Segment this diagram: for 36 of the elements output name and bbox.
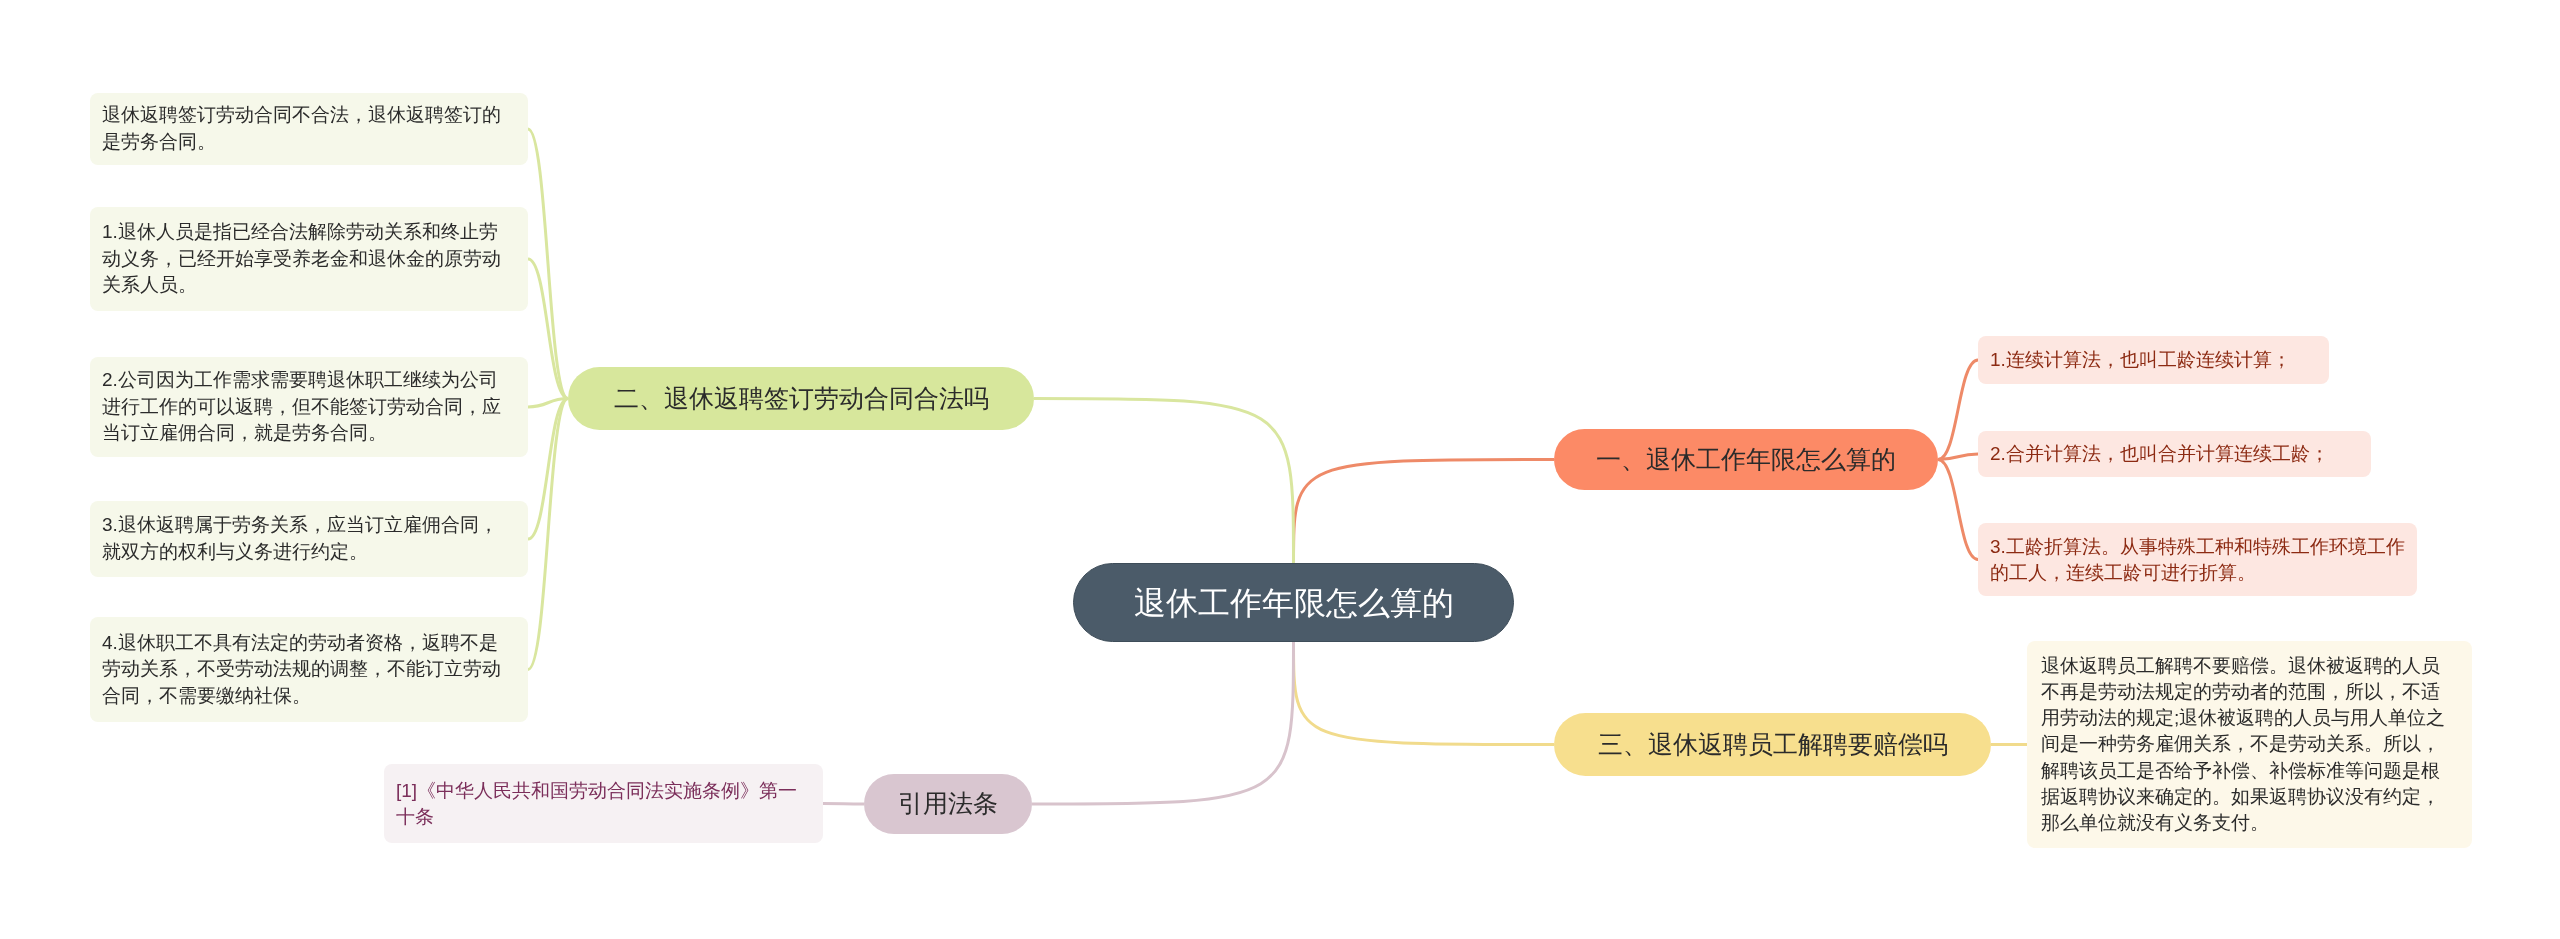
subtopic-box <box>1978 336 2329 384</box>
node-text: 1.连续计算法，也叫工龄连续计算； <box>1990 347 2291 372</box>
connector-line <box>527 257 569 400</box>
connector-line <box>1937 458 1979 561</box>
node-text: 退休返聘员工解聘不要赔偿。退休被返聘的人员不再是劳动法规定的劳动者的范围，所以，不适用劳动法的规定;退休被返聘的人员与用人单位之间是一种劳务雇佣关系，不是劳动关系。所以，解聘该员工是否给予补偿、补偿标准等问题是根据返聘协议来确定的。如果返聘协议没有约定，那么单位就没有义务支付。 <box>2041 653 2447 836</box>
connector-line <box>1034 397 1295 563</box>
node-text: 二、退休返聘签订劳动合同合法吗 <box>613 382 989 414</box>
subtopic-box <box>90 207 528 311</box>
topic-box <box>1554 429 1938 490</box>
subtopic-box <box>90 93 528 165</box>
node-text: [1]《中华人民共和国劳动合同法实施条例》第一十条 <box>396 778 799 829</box>
subtopic-box <box>1978 431 2371 477</box>
connector-line <box>526 128 570 400</box>
node-text: 三、退休返聘员工解聘要赔偿吗 <box>1597 728 1948 760</box>
connector-line <box>1991 743 2027 746</box>
subtopic-box <box>2027 641 2472 848</box>
connector-line <box>1032 642 1295 806</box>
subtopic-box <box>1978 523 2417 596</box>
node-text: 退休返聘签订劳动合同不合法，退休返聘签订的是劳务合同。 <box>102 103 502 154</box>
node-text: 1.退休人员是指已经合法解除劳动关系和终止劳动义务，已经开始享受养老金和退休金的原劳动关系人员。 <box>102 220 502 298</box>
topic-box <box>864 774 1032 834</box>
node-text: 2.公司因为工作需求需要聘退休职工继续为公司进行工作的可以返聘，但不能签订劳动合同，应当订立雇佣合同，就是劳务合同。 <box>102 368 502 446</box>
node-text: 引用法条 <box>898 788 998 820</box>
connector-line <box>526 397 570 671</box>
node-text: 3.工龄折算法。从事特殊工种和特殊工作环境工作的工人，连续工龄可进行折算。 <box>1990 534 2405 585</box>
node-text: 4.退休职工不具有法定的劳动者资格，返聘不是劳动关系，不受劳动法规的调整，不能订立劳动合同，不需要缴纳社保。 <box>102 630 502 708</box>
subtopic-box <box>90 617 528 722</box>
subtopic-box <box>90 357 528 457</box>
node-text: 2.合并计算法，也叫合并计算连续工龄； <box>1990 441 2329 466</box>
connector-line <box>823 802 864 806</box>
subtopic-box <box>90 501 528 577</box>
subtopic-box <box>384 764 823 843</box>
node-text: 3.退休返聘属于劳务关系，应当订立雇佣合同，就双方的权利与义务进行约定。 <box>102 513 499 564</box>
node-text: 退休工作年限怎么算的 <box>1133 583 1454 623</box>
node-text: 一、退休工作年限怎么算的 <box>1596 443 1896 475</box>
connector-line <box>1937 358 1979 461</box>
